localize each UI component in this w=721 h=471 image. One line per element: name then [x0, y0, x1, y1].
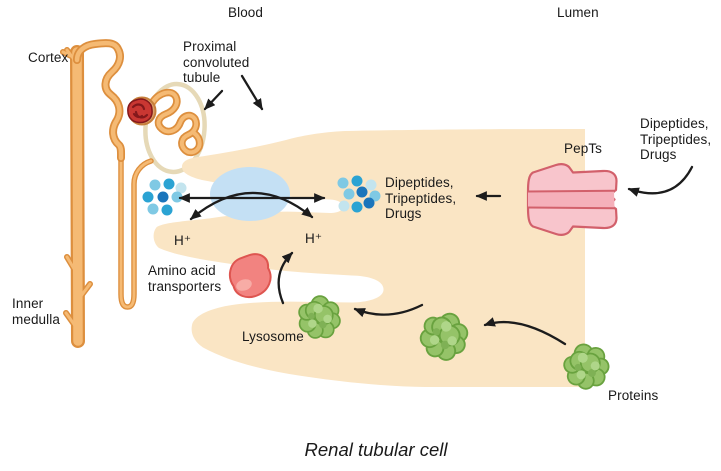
blood-label: Blood: [228, 5, 264, 20]
nephron-illustration: [60, 39, 207, 348]
arrow-h-plus-up: [277, 251, 294, 305]
arrow-label-to-cell: [240, 74, 264, 111]
h-plus-right-label: H⁺: [305, 231, 323, 246]
collecting-duct-icon: [60, 45, 93, 348]
lumen-label: Lumen: [557, 5, 599, 20]
amino-acid-transporter-icon: [228, 253, 272, 299]
arrows: [178, 74, 694, 346]
amino-acid-transporters-label: Amino acid transporters: [148, 263, 222, 294]
pepts-label: PepTs: [564, 141, 603, 156]
proximal-tubule-coil-icon: [148, 88, 204, 157]
cortex-label: Cortex: [28, 50, 69, 65]
proximal-tubule-label: Proximal convoluted tubule: [183, 39, 250, 85]
diagram-caption: Renal tubular cell: [304, 439, 448, 460]
lysosome-label: Lysosome: [242, 329, 304, 344]
arrow-proteins-into-cell: [483, 317, 567, 346]
dipeptides-lumen-label: Dipeptides, Tripeptides, Drugs: [640, 116, 712, 162]
arrow-label-to-capsule: [203, 89, 224, 111]
inner-medulla-label: Inner medulla: [12, 296, 60, 327]
renal-cell-shape: [153, 129, 585, 387]
proteins-label: Proteins: [608, 388, 659, 403]
arrow-exchange-curved: [189, 191, 314, 221]
dipeptide-dots-cell-icon: [337, 175, 381, 213]
arrow-lumen-to-pepts: [627, 165, 694, 197]
distal-tubule-icon: [73, 39, 126, 162]
dipeptide-dots-blood-icon: [142, 178, 187, 216]
arrow-protein-to-lysosome: [353, 303, 424, 318]
loop-of-henle-icon: [118, 147, 154, 310]
pepts-transporter-icon: [526, 163, 618, 236]
h-plus-left-label: H⁺: [174, 233, 192, 248]
glomerulus-icon: [127, 96, 157, 126]
dipeptides-cell-label: Dipeptides, Tripeptides, Drugs: [385, 175, 457, 221]
